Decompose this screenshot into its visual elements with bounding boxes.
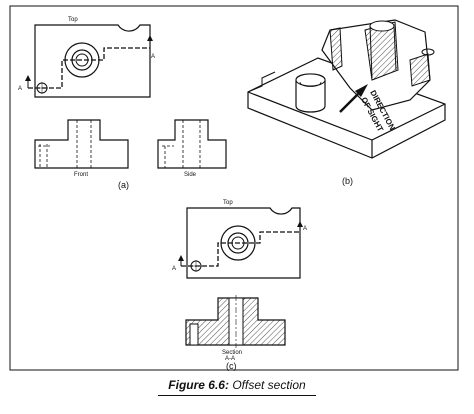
panel-a-front-label: Front bbox=[74, 172, 88, 178]
panel-c: Top A A Section A-A (c) bbox=[172, 200, 307, 371]
panel-a: Top A A Front bbox=[18, 17, 227, 190]
direction-of-sight-arrow bbox=[339, 84, 368, 113]
panel-c-section-label-2: A-A bbox=[225, 356, 235, 362]
panel-c-cut-label-right: A bbox=[303, 226, 307, 232]
panel-c-top-view: Top A A bbox=[172, 200, 307, 279]
panel-a-side-view: Side bbox=[157, 119, 227, 178]
panel-c-top-label: Top bbox=[223, 200, 233, 206]
panel-c-section-view: Section A-A bbox=[185, 295, 286, 362]
panel-c-cut-label-left: A bbox=[172, 266, 176, 272]
panel-b-sub-label: (b) bbox=[342, 176, 353, 186]
panel-b-isometric-view bbox=[247, 19, 446, 159]
figure-frame bbox=[9, 5, 459, 371]
figure-caption: Figure 6.6: Offset section bbox=[0, 378, 474, 392]
panel-c-sub-label: (c) bbox=[226, 361, 237, 371]
figure-separator: : bbox=[224, 378, 229, 392]
panel-a-top-view: Top A A bbox=[18, 17, 155, 98]
panel-a-cut-label-left: A bbox=[18, 86, 22, 92]
panel-a-sub-label: (a) bbox=[118, 180, 129, 190]
panel-a-cut-label-right: A bbox=[151, 54, 155, 60]
figure-number: Figure 6.6 bbox=[168, 378, 225, 392]
figure-title: Offset section bbox=[232, 378, 306, 392]
panel-a-side-label: Side bbox=[184, 172, 197, 178]
panel-a-top-label: Top bbox=[68, 17, 78, 23]
caption-underline bbox=[158, 395, 316, 396]
panel-c-section-label-1: Section bbox=[222, 350, 242, 356]
panel-a-front-view: Front bbox=[34, 119, 129, 178]
panel-b: DIRECTION OF SIGHT (b) bbox=[247, 19, 446, 186]
